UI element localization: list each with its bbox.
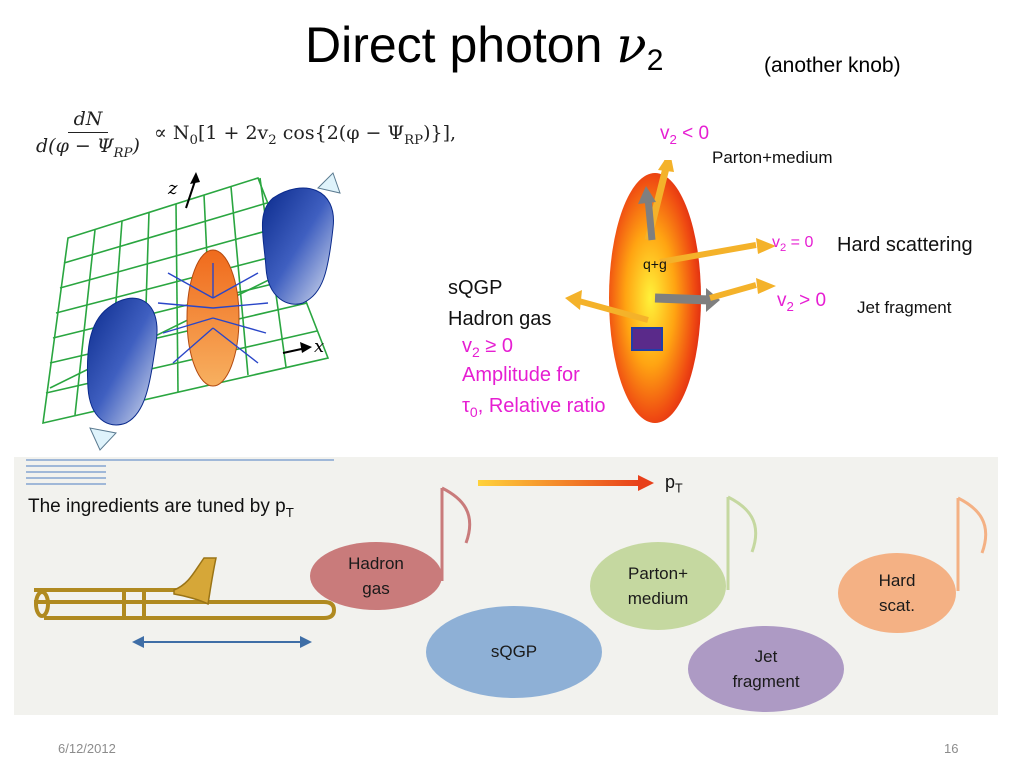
trombone-icon xyxy=(34,557,337,620)
qg-label: q+g xyxy=(643,256,667,272)
nucleus-right xyxy=(261,172,341,305)
amplitude-label: Amplitude for xyxy=(462,364,580,386)
music-note-icon xyxy=(440,486,472,581)
emission-arrows xyxy=(157,263,269,364)
title-text: Direct photon xyxy=(305,17,617,73)
hadron-gas-label: Hadron gas xyxy=(448,308,552,330)
arrowhead-hard xyxy=(756,238,776,254)
hard-scattering-label: Hard scattering xyxy=(837,234,973,256)
collision-illustration: z x xyxy=(42,172,341,451)
v2-ge0-label: v2 ≥ 0 xyxy=(462,335,514,360)
music-note-icon xyxy=(726,495,758,590)
x-axis-arrow: x xyxy=(282,336,324,357)
slide-number: 16 xyxy=(944,741,959,756)
music-note-icon xyxy=(956,496,988,591)
decorative-lines xyxy=(26,459,334,485)
formula-fraction: dN d(φ − ΨRP) xyxy=(30,108,146,161)
v2-eq0-label: v2 = 0 xyxy=(772,234,814,255)
tau-ratio-label: τ0, Relative ratio xyxy=(462,395,606,420)
nucleus-left xyxy=(86,297,158,451)
v2-gt0-label: v2 > 0 xyxy=(777,290,827,314)
z-axis-label: z xyxy=(167,178,178,199)
title-note: (another knob) xyxy=(764,54,901,77)
bubble-parton-medium: Parton+medium xyxy=(590,542,726,630)
pt-label: pT xyxy=(665,472,683,496)
title-subscript: 2 xyxy=(646,44,664,77)
sqgp-label: sQGP xyxy=(448,277,503,299)
slide-date: 6/12/2012 xyxy=(58,741,116,756)
formula-numerator: dN xyxy=(67,108,109,133)
jet-fragment-label: Jet fragment xyxy=(857,298,952,317)
fireball-diagram xyxy=(565,160,757,423)
flow-formula: dN d(φ − ΨRP) ∝ N0[1 + 2v2 cos{2(φ − ΨRP… xyxy=(30,108,456,161)
formula-rhs: ∝ N0[1 + 2v2 cos{2(φ − ΨRP)}], xyxy=(153,121,457,148)
arrowhead-jet xyxy=(756,278,776,294)
title-nu-symbol: ν xyxy=(616,16,647,74)
slide-range-arrow xyxy=(132,636,312,648)
z-axis-arrow: z xyxy=(167,172,200,209)
parton-medium-label: Parton+medium xyxy=(712,148,833,167)
slide-title: Direct photon ν2 xyxy=(305,16,663,78)
bubble-sqgp: sQGP xyxy=(426,606,602,698)
formula-denominator: d(φ − ΨRP) xyxy=(36,135,140,161)
ingredients-text: The ingredients are tuned by pT xyxy=(28,496,294,520)
x-axis-label: x xyxy=(314,336,324,357)
v2-lt0-label: v2 < 0 xyxy=(660,123,710,147)
pt-arrow xyxy=(478,475,654,491)
